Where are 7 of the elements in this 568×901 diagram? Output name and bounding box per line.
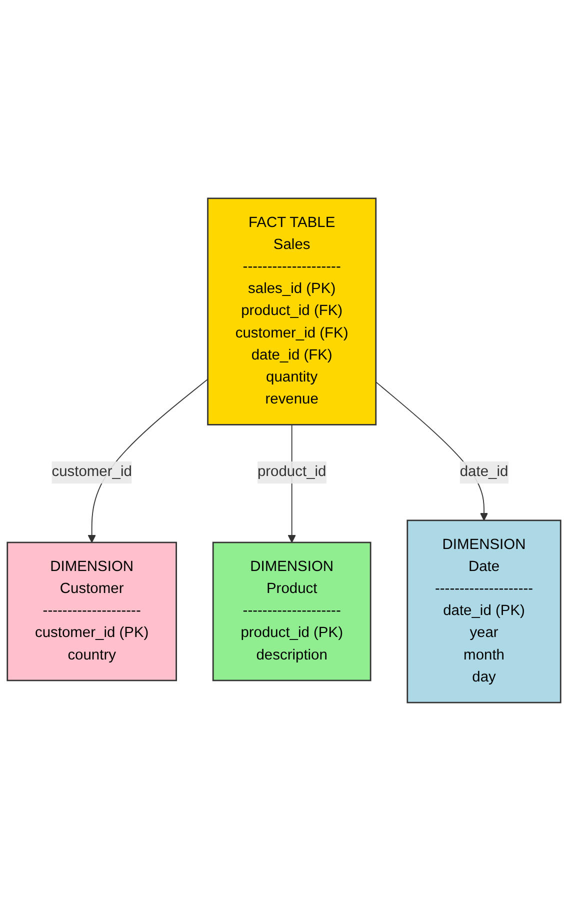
edge-label: customer_id	[52, 464, 132, 480]
node-box: DIMENSION Date -------------------- date_id (PK) year month day	[406, 520, 562, 704]
node-box: FACT TABLE Sales -------------------- sales_id (PK) product_id (FK) customer_id (FK) date_id (FK) quantity revenue	[207, 198, 377, 426]
node-box: DIMENSION Product -------------------- product_id (PK) description	[212, 542, 372, 682]
node-box: DIMENSION Customer -------------------- customer_id (PK) country	[6, 542, 177, 682]
edge-label: date_id	[460, 464, 508, 480]
edge-label: product_id	[257, 464, 326, 480]
